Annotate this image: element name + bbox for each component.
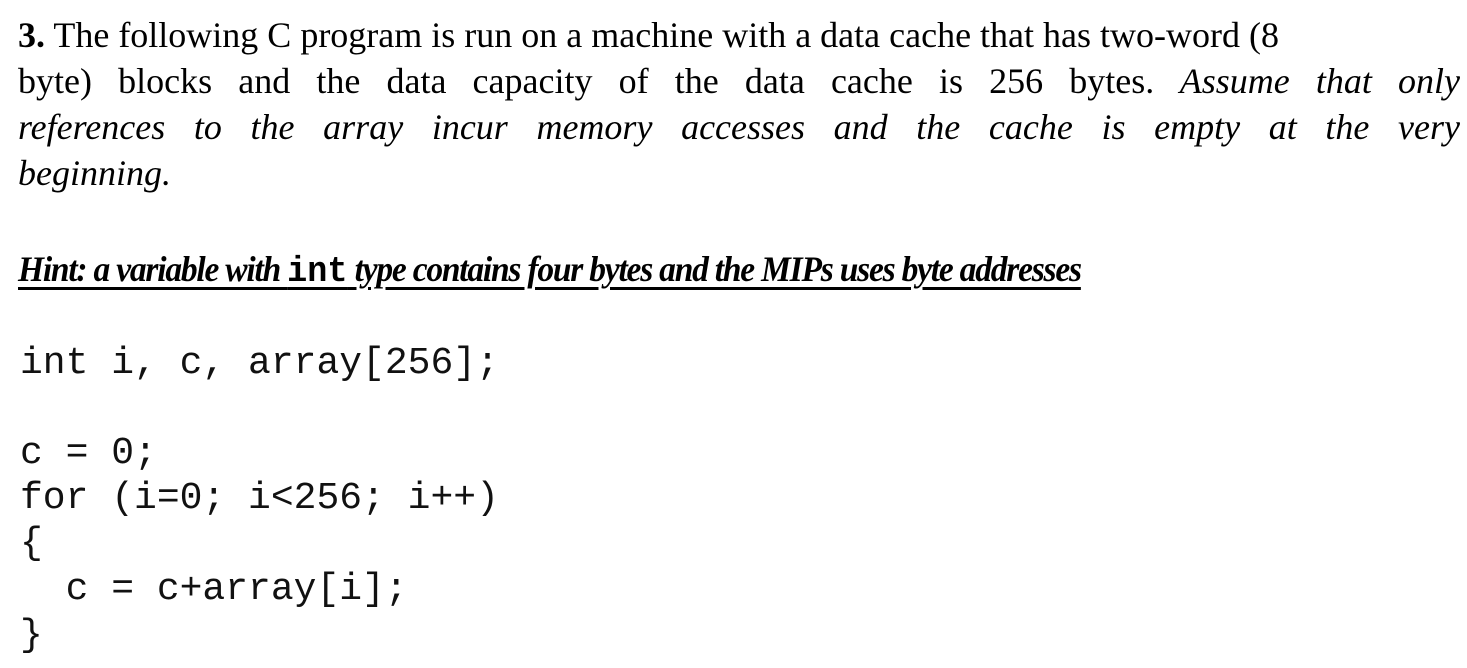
hint-int-keyword: int bbox=[287, 251, 348, 292]
code-declaration: int i, c, array[256]; bbox=[20, 342, 499, 385]
question-line-1: 3. The following C program is run on a m… bbox=[18, 15, 1279, 55]
question-line-3: references to the array incur memory acc… bbox=[18, 107, 1460, 147]
code-line-1: c = 0; bbox=[20, 432, 157, 475]
question-paragraph: 3. The following C program is run on a m… bbox=[18, 12, 1460, 196]
code-line-5: } bbox=[20, 614, 43, 657]
code-line-2: for (i=0; i<256; i++) bbox=[20, 477, 499, 520]
question-line-2: byte) blocks and the data capacity of th… bbox=[18, 61, 1460, 101]
code-line-4: c = c+array[i]; bbox=[20, 568, 408, 611]
question-number: 3. bbox=[18, 15, 45, 55]
question-line-4: beginning. bbox=[18, 153, 171, 193]
code-line-3: { bbox=[20, 522, 43, 565]
hint-text: Hint: a variable with int type contains … bbox=[18, 249, 1082, 292]
